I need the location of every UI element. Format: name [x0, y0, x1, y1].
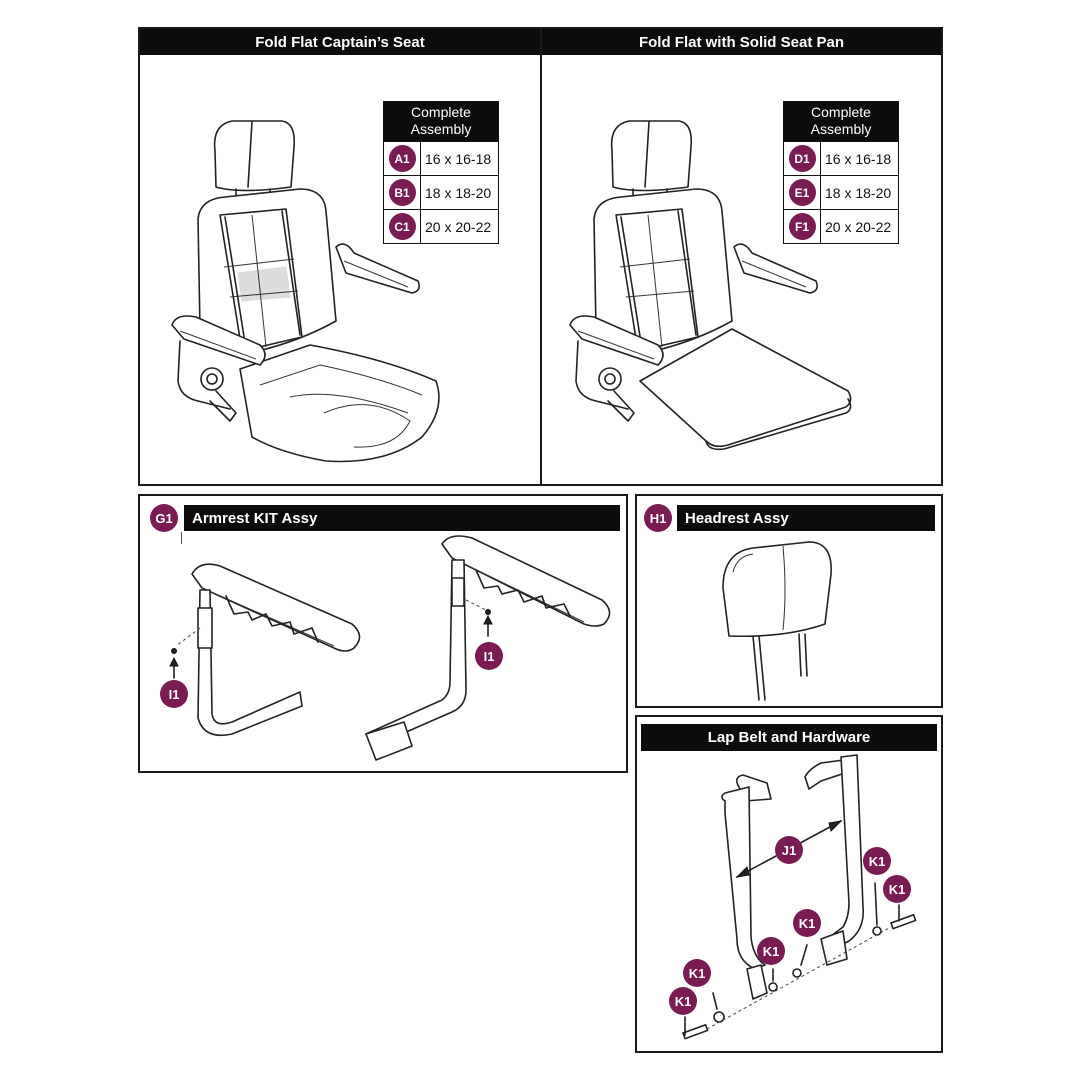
- panel-headrest: H1 Headrest Assy: [635, 494, 943, 708]
- panel-captains-seat: Fold Flat Captain’s Seat Complete Assemb…: [138, 27, 542, 486]
- callout-k1: K1: [683, 959, 711, 987]
- part-badge: E1: [788, 179, 816, 206]
- table-header: Complete Assembly: [384, 102, 498, 141]
- part-badge: B1: [388, 179, 416, 206]
- headrest-drawing: [722, 541, 832, 701]
- callout-i1-right: I1: [475, 642, 503, 670]
- callout-k1: K1: [793, 909, 821, 937]
- callout-k1: K1: [757, 937, 785, 965]
- table-row: B1 18 x 18-20: [384, 175, 498, 209]
- divider: [181, 532, 182, 544]
- part-badge: C1: [388, 213, 416, 240]
- part-badge: D1: [788, 145, 816, 172]
- part-badge: A1: [388, 145, 416, 172]
- callout-j1: J1: [775, 836, 803, 864]
- seat-size: 16 x 16-18: [825, 150, 892, 167]
- part-badge: F1: [788, 213, 816, 240]
- solid-seat-pan-drawing: [569, 120, 852, 451]
- armrest-drawing: [169, 535, 611, 761]
- callout-k1: K1: [669, 987, 697, 1015]
- table-row: C1 20 x 20-22: [384, 209, 498, 243]
- callout-i1-left: I1: [160, 680, 188, 708]
- captains-seat-drawing: [171, 120, 440, 463]
- panel-title: Fold Flat Captain’s Seat: [140, 29, 540, 55]
- callout-k1: K1: [863, 847, 891, 875]
- seat-size: 18 x 18-20: [425, 184, 492, 201]
- table-row: F1 20 x 20-22: [784, 209, 898, 243]
- armrest-badge: G1: [150, 504, 178, 532]
- table-header: Complete Assembly: [784, 102, 898, 141]
- seat-size: 16 x 16-18: [425, 150, 492, 167]
- panel-solid-seat-pan: Fold Flat with Solid Seat Pan Complete A…: [540, 27, 943, 486]
- panel-title: Lap Belt and Hardware: [641, 724, 937, 751]
- headrest-badge: H1: [644, 504, 672, 532]
- panel-title: Armrest KIT Assy: [184, 505, 620, 531]
- seat-size: 20 x 20-22: [425, 218, 492, 235]
- captains-assembly-table: Complete Assembly A1 16 x 16-18 B1 18 x …: [383, 101, 499, 244]
- panel-lap-belt: Lap Belt and Hardware J1 K1 K1 K1 K1 K1 …: [635, 715, 943, 1053]
- callout-k1: K1: [883, 875, 911, 903]
- seat-size: 20 x 20-22: [825, 218, 892, 235]
- panel-title: Fold Flat with Solid Seat Pan: [542, 29, 941, 55]
- table-row: D1 16 x 16-18: [784, 141, 898, 175]
- panel-armrest-kit: G1 Armrest KIT Assy I1 I1: [138, 494, 628, 773]
- seat-size: 18 x 18-20: [825, 184, 892, 201]
- panel-title: Headrest Assy: [677, 505, 935, 531]
- seat-pan-assembly-table: Complete Assembly D1 16 x 16-18 E1 18 x …: [783, 101, 899, 244]
- table-row: A1 16 x 16-18: [384, 141, 498, 175]
- lap-belt-drawing: [682, 754, 917, 1040]
- table-row: E1 18 x 18-20: [784, 175, 898, 209]
